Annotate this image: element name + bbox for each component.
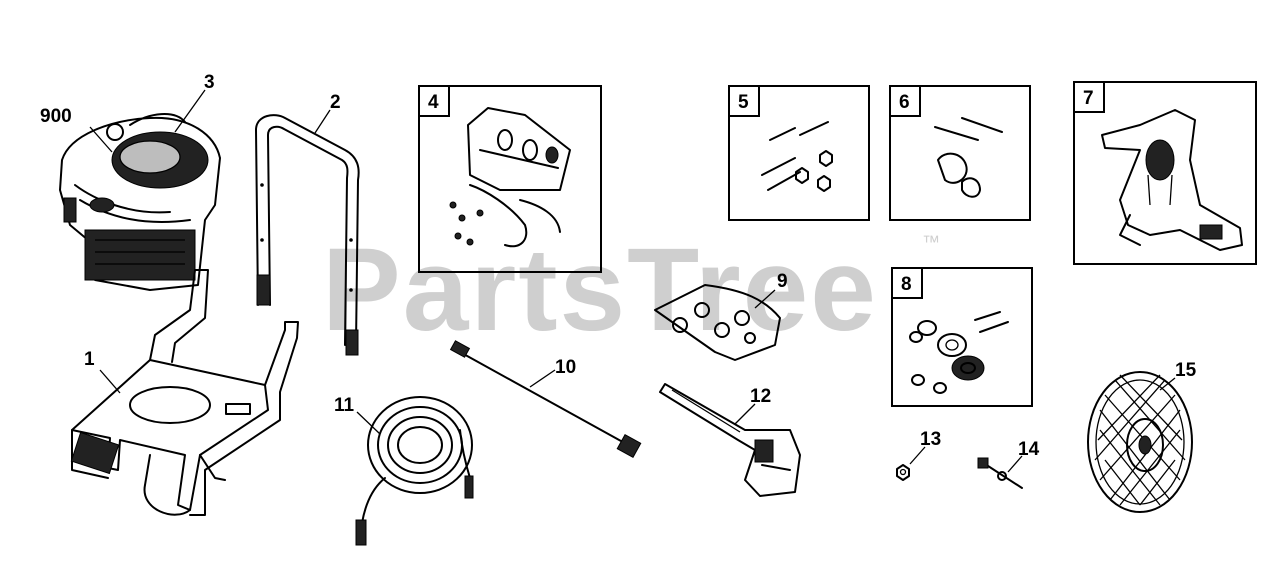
- box-label-5: 5: [738, 92, 749, 113]
- leader-900: [89, 126, 113, 153]
- handle-part[interactable]: [255, 114, 360, 356]
- leader-15: [1159, 377, 1176, 391]
- engine-part[interactable]: [59, 113, 221, 291]
- box-5[interactable]: [728, 85, 870, 221]
- callout-12: 12: [750, 386, 771, 407]
- wand-part[interactable]: [449, 340, 642, 459]
- callout-1: 1: [84, 349, 95, 370]
- leader-10: [529, 369, 556, 388]
- callout-10: 10: [555, 357, 576, 378]
- callout-13: 13: [920, 429, 941, 450]
- leader-13: [909, 446, 926, 465]
- leader-2: [314, 109, 331, 134]
- nut-part[interactable]: [896, 464, 910, 481]
- spray-gun-part[interactable]: [659, 383, 801, 497]
- callout-14: 14: [1018, 439, 1040, 460]
- box-6[interactable]: [889, 85, 1031, 221]
- bolt-part[interactable]: [977, 457, 1023, 489]
- watermark-trademark: ™: [922, 232, 940, 252]
- frame-part[interactable]: [70, 269, 299, 516]
- box-label-6: 6: [899, 92, 910, 113]
- callout-11: 11: [334, 395, 355, 416]
- watermark-text: PartsTree: [322, 224, 878, 356]
- box-label-4: 4: [428, 92, 439, 113]
- box-4[interactable]: [418, 85, 602, 273]
- callout-900: 900: [40, 106, 72, 127]
- box-7[interactable]: [1073, 81, 1257, 265]
- box-label-8: 8: [901, 274, 912, 295]
- leader-14: [1007, 455, 1023, 473]
- hose-part[interactable]: [355, 396, 474, 546]
- callout-9: 9: [777, 271, 788, 292]
- leader-1: [99, 369, 121, 394]
- leader-11: [356, 411, 381, 435]
- leader-12: [734, 403, 756, 425]
- leader-9: [754, 289, 776, 309]
- callout-15: 15: [1175, 360, 1197, 381]
- wheel-part[interactable]: [1087, 371, 1193, 513]
- callout-3: 3: [204, 72, 215, 93]
- box-label-7: 7: [1083, 88, 1094, 109]
- leader-3: [174, 89, 206, 133]
- box-8[interactable]: [891, 267, 1033, 407]
- callout-2: 2: [330, 92, 341, 113]
